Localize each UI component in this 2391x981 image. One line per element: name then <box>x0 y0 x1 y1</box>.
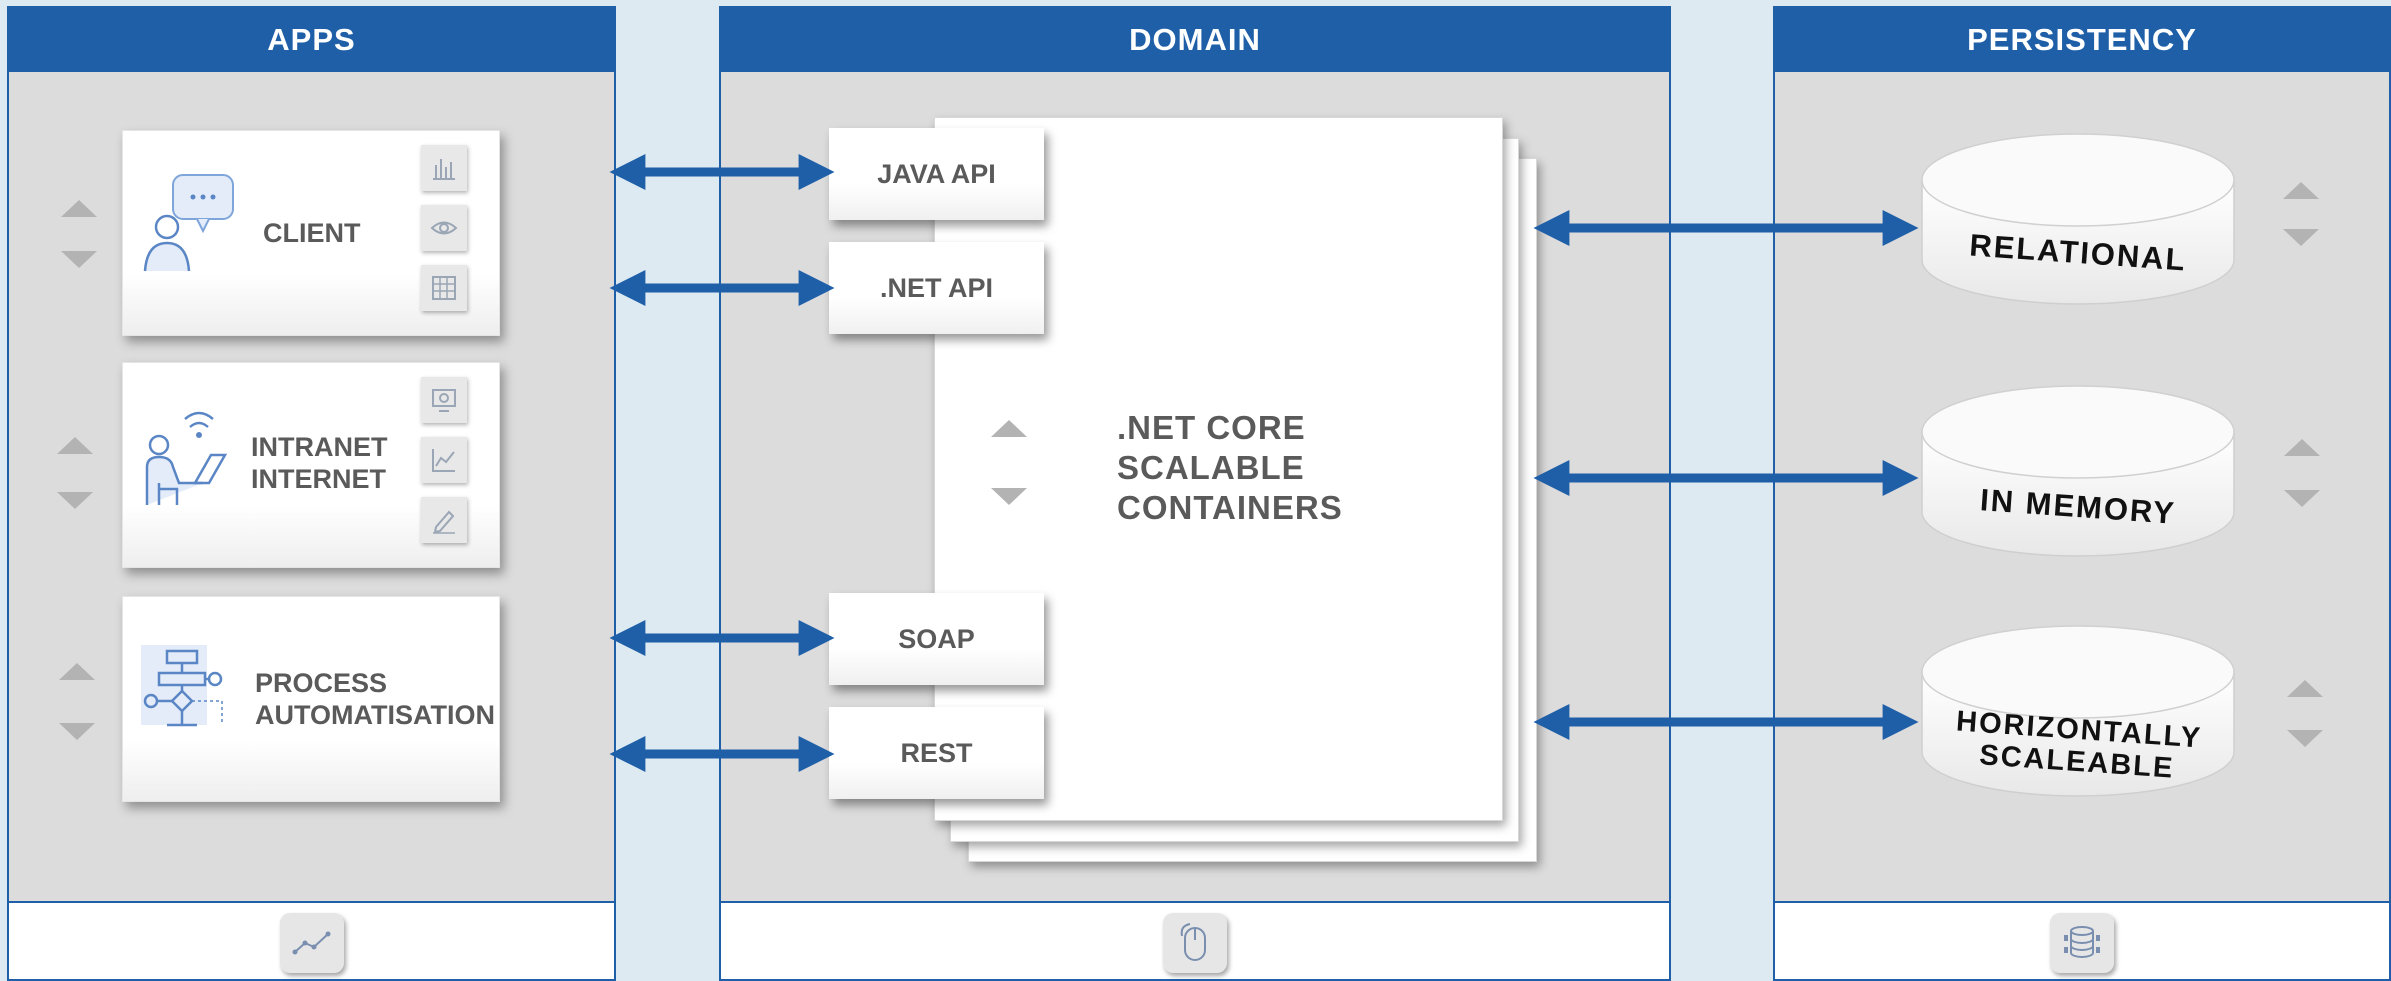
pencil-icon[interactable] <box>421 497 467 543</box>
container-sheet-front <box>934 117 1503 821</box>
persistency-header: PERSISTENCY <box>1775 8 2389 72</box>
process-scroll-down-icon[interactable] <box>59 723 95 740</box>
bar-chart-icon[interactable] <box>421 145 467 191</box>
user-chat-icon <box>137 171 247 286</box>
apps-header: APPS <box>9 8 614 72</box>
monitor-gear-icon[interactable] <box>421 377 467 423</box>
apps-title: APPS <box>267 22 356 57</box>
core-scroll-down-icon[interactable] <box>991 488 1027 505</box>
relational-scroll-down-icon[interactable] <box>2283 229 2319 246</box>
relational-scroll-up-icon[interactable] <box>2283 182 2319 199</box>
client-label: CLIENT <box>263 218 361 248</box>
relational-db[interactable]: RELATIONAL <box>1920 130 2236 310</box>
grid-icon[interactable] <box>421 265 467 311</box>
client-scroll-down-icon[interactable] <box>61 251 97 268</box>
java-api-box[interactable]: JAVA API <box>829 128 1044 220</box>
domain-footer <box>721 901 1669 979</box>
process-scroll-up-icon[interactable] <box>59 663 95 680</box>
database-icon[interactable] <box>2050 913 2114 973</box>
persistency-title: PERSISTENCY <box>1967 22 2197 57</box>
rest-box[interactable]: REST <box>829 707 1044 799</box>
line-chart-icon[interactable] <box>421 437 467 483</box>
domain-header: DOMAIN <box>721 8 1669 72</box>
intranet-scroll-up-icon[interactable] <box>57 437 93 454</box>
flowchart-icon <box>137 641 247 756</box>
horizontal-scroll-down-icon[interactable] <box>2287 730 2323 747</box>
domain-title: DOMAIN <box>1129 22 1261 57</box>
user-laptop-wifi-icon <box>137 405 247 520</box>
intranet-scroll-down-icon[interactable] <box>57 492 93 509</box>
soap-box[interactable]: SOAP <box>829 593 1044 685</box>
horizontal-scroll-up-icon[interactable] <box>2287 680 2323 697</box>
dotnet-api-box[interactable]: .NET API <box>829 242 1044 334</box>
line-graph-icon[interactable] <box>279 913 344 973</box>
core-scroll-up-icon[interactable] <box>991 420 1027 437</box>
inmemory-scroll-up-icon[interactable] <box>2284 439 2320 456</box>
inmemory-scroll-down-icon[interactable] <box>2284 490 2320 507</box>
persistency-footer <box>1775 901 2389 979</box>
client-card[interactable]: CLIENT <box>122 130 500 336</box>
apps-footer <box>9 901 614 979</box>
eye-icon[interactable] <box>421 205 467 251</box>
mouse-icon[interactable] <box>1163 913 1227 973</box>
in-memory-db[interactable]: IN MEMORY <box>1920 382 2236 562</box>
client-scroll-up-icon[interactable] <box>61 200 97 217</box>
